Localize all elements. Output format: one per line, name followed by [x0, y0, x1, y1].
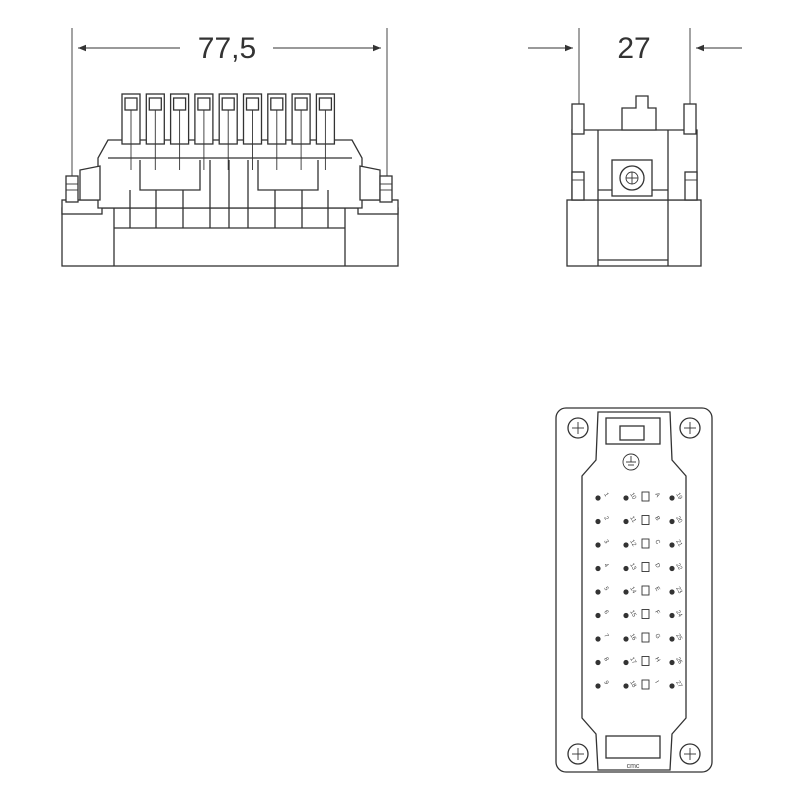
width-dimension-label: 77,5 — [198, 32, 256, 65]
terminal-tower — [145, 93, 165, 170]
contact-mid: 14 — [623, 586, 637, 595]
width-dimension: 77,5 — [71, 28, 388, 190]
contact-mid: 16 — [623, 633, 637, 642]
contact-mid-label: 13 — [628, 563, 637, 572]
aux-contact: G — [641, 632, 661, 643]
corner-screw-icon — [679, 743, 701, 765]
contact-left-label: 2 — [602, 516, 609, 522]
contact-right-label: 20 — [674, 516, 683, 525]
contact-left-label: 7 — [602, 633, 609, 639]
terminal-tower — [218, 93, 238, 170]
bottom-label: cmc — [627, 763, 640, 770]
contact-mid: 13 — [623, 563, 637, 572]
contact-left: 7 — [595, 633, 609, 642]
contact-right: 26 — [669, 657, 683, 666]
terminal-tower — [242, 93, 263, 170]
contact-left: 3 — [595, 539, 609, 548]
contact-left-label: 4 — [602, 563, 609, 569]
terminal-tower — [194, 93, 214, 170]
contact-left: 5 — [595, 586, 609, 595]
contact-mid-label: 10 — [628, 492, 637, 501]
contact-left-label: 8 — [602, 657, 609, 663]
terminal-tower — [291, 93, 311, 170]
contact-left-label: 5 — [602, 586, 609, 592]
aux-contact-label: C — [653, 539, 661, 546]
aux-contact-label: H — [653, 657, 660, 664]
aux-contact: A — [641, 491, 660, 502]
aux-contact: I — [641, 679, 659, 690]
contact-mid-label: 15 — [628, 610, 637, 619]
contact-mid: 11 — [623, 516, 637, 525]
aux-contact: E — [641, 585, 660, 596]
contact-left: 2 — [595, 516, 609, 525]
corner-screw-icon — [567, 743, 589, 765]
contact-mid: 10 — [623, 492, 637, 501]
contact-right: 19 — [669, 492, 683, 501]
front-view: 77,5 — [61, 28, 399, 267]
contact-right: 27 — [669, 680, 683, 689]
aux-contact-label: I — [653, 680, 659, 685]
aux-contact-label: B — [653, 516, 660, 522]
contact-left: 6 — [595, 610, 609, 619]
contact-left-label: 6 — [602, 610, 609, 616]
contact-mid-label: 14 — [628, 586, 637, 595]
contact-right: 23 — [669, 586, 683, 595]
contact-right: 24 — [669, 610, 683, 619]
contact-mid-label: 16 — [628, 633, 637, 642]
aux-contact-label: F — [653, 610, 660, 616]
aux-contact: F — [641, 609, 660, 619]
face-view: cmc 123456789101112131415161718192021222… — [555, 407, 713, 773]
aux-contact-label: A — [653, 492, 660, 498]
contact-right: 22 — [669, 563, 683, 572]
side-view: 27 — [528, 28, 742, 267]
contact-mid-label: 12 — [628, 539, 637, 548]
depth-dimension-label: 27 — [617, 32, 650, 65]
corner-screw-icon — [679, 417, 701, 439]
contact-mid-label: 17 — [628, 657, 637, 666]
aux-contact-label: E — [653, 586, 660, 592]
contact-right: 25 — [669, 633, 683, 642]
contact-left-label: 9 — [602, 680, 609, 686]
aux-contact-label: D — [653, 563, 661, 570]
terminal-tower — [267, 93, 287, 170]
contact-left-label: 1 — [602, 492, 609, 498]
contact-right-label: 27 — [674, 680, 683, 689]
terminal-tower — [121, 93, 141, 170]
ground-icon — [622, 453, 640, 471]
contact-left: 4 — [595, 563, 609, 572]
contact-mid: 12 — [623, 539, 637, 548]
contact-right: 20 — [669, 516, 683, 525]
contact-left-label: 3 — [602, 539, 609, 545]
contact-right-label: 26 — [674, 657, 683, 666]
aux-contact: H — [641, 656, 661, 666]
contact-left: 9 — [595, 680, 609, 689]
aux-contact: D — [641, 562, 661, 572]
contact-mid: 15 — [623, 610, 637, 619]
contact-left: 8 — [595, 657, 609, 666]
contact-right-label: 22 — [674, 563, 683, 572]
contact-mid: 18 — [623, 680, 637, 689]
contact-right-label: 23 — [674, 586, 683, 595]
contact-left: 1 — [595, 492, 609, 501]
aux-contact: B — [641, 515, 660, 525]
contact-right-label: 24 — [674, 610, 683, 619]
contact-mid: 17 — [623, 657, 637, 666]
contact-mid-label: 18 — [628, 680, 637, 689]
aux-contact: C — [641, 538, 661, 549]
contact-right-label: 25 — [674, 633, 683, 642]
terminal-tower — [315, 93, 336, 170]
contact-right-label: 19 — [674, 492, 683, 501]
corner-screw-icon — [567, 417, 589, 439]
contact-right: 21 — [669, 539, 683, 548]
aux-contact-label: G — [653, 633, 661, 640]
terminal-tower — [169, 93, 190, 170]
contact-mid-label: 11 — [628, 516, 637, 525]
contact-right-label: 21 — [674, 539, 683, 548]
